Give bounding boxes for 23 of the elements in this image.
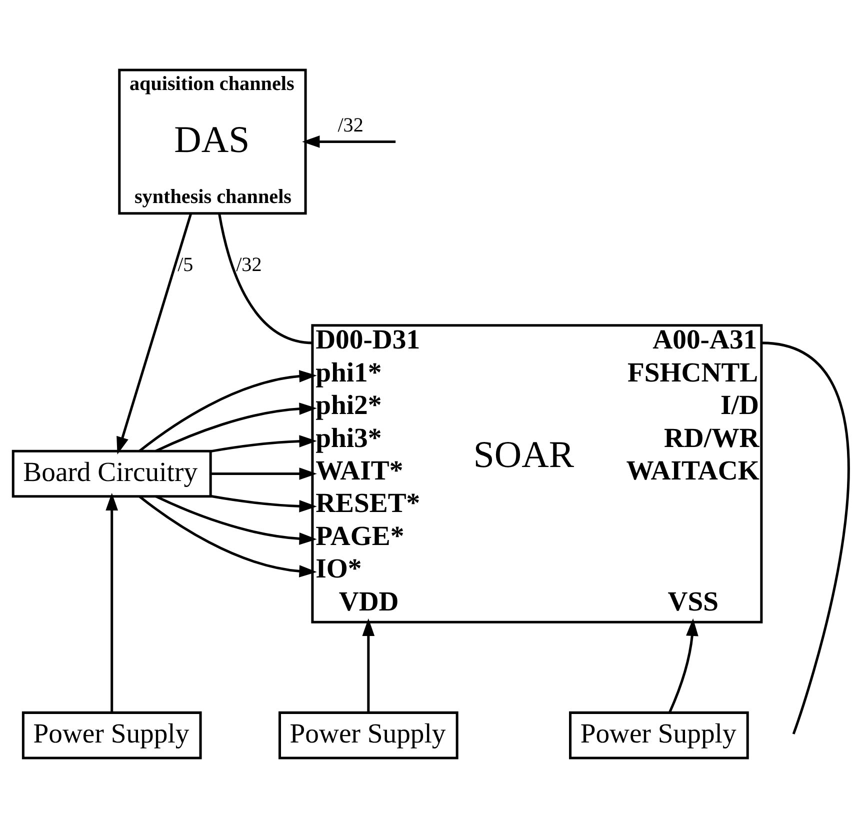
edge-label: /32 <box>338 114 364 136</box>
arrow <box>210 467 317 480</box>
arrow <box>210 434 317 452</box>
node-box: D00-D31 SOAR A00-A31 phi1* FSHCNTL phi2* I/D phi3* RD/WR WAIT* WAITACK RESET* PAGE* IO* VDD VSS <box>311 324 763 623</box>
node-box: Power Supply <box>22 710 202 759</box>
edge-label: /5 <box>178 254 194 276</box>
arrow <box>302 135 396 148</box>
arrow <box>155 402 317 452</box>
arrow <box>138 495 317 577</box>
arrow <box>155 494 317 544</box>
arrow <box>668 618 698 712</box>
node-box: aquisition channels DAS synthesis channels <box>118 68 307 214</box>
arrow <box>116 212 192 454</box>
arrow <box>106 492 118 712</box>
node-box: Board Circuitry <box>12 449 212 498</box>
node-box: Power Supply <box>278 710 458 759</box>
connector <box>218 212 314 344</box>
node-box: Power Supply <box>569 710 749 759</box>
arrow <box>138 370 317 452</box>
arrow <box>210 494 317 512</box>
edge-label: /32 <box>236 254 262 276</box>
connector <box>762 341 850 734</box>
arrow <box>362 618 375 712</box>
